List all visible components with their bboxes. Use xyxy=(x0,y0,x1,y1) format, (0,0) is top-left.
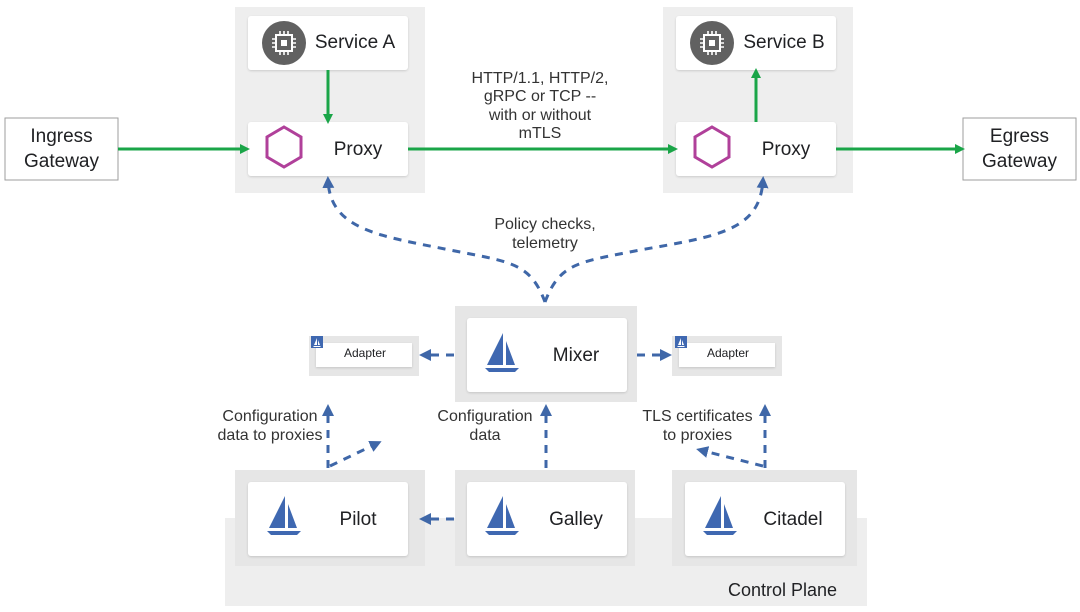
proxy-hexagon-icon xyxy=(693,125,731,169)
pilot-config-line-2: data to proxies xyxy=(217,427,323,445)
galley-card xyxy=(467,482,627,556)
istio-mini-icon xyxy=(311,336,323,348)
proxy-b-card xyxy=(676,122,836,176)
policy-line-1: Policy checks, xyxy=(494,216,596,233)
chip-icon xyxy=(690,21,734,65)
galley-label: Galley xyxy=(549,509,603,530)
pilot-config-line-1: Configuration xyxy=(222,408,318,425)
service-a-label: Service A xyxy=(314,32,396,53)
adapter-left-card xyxy=(316,343,412,367)
mixer-card xyxy=(467,318,627,392)
policy-note: Policy checks, telemetry xyxy=(470,215,620,253)
mixer-label: Mixer xyxy=(552,345,600,366)
citadel-tls-diagonal-arrow xyxy=(696,446,764,468)
policy-line-2: telemetry xyxy=(512,235,578,253)
proxy-hexagon-icon xyxy=(265,125,303,169)
citadel-tls-line-2: to proxies xyxy=(662,427,733,445)
proxy-a-label: Proxy xyxy=(333,139,383,160)
proxy-b-label: Proxy xyxy=(761,139,811,160)
citadel-label: Citadel xyxy=(763,509,823,530)
adapter-left-label: Adapter xyxy=(343,346,387,360)
pilot-config-diagonal-arrow xyxy=(329,441,382,468)
egress-line-1: Egress xyxy=(989,126,1050,147)
protocol-line-2: gRPC or TCP -- xyxy=(483,88,597,106)
ingress-gateway-label: Ingress Gateway xyxy=(5,125,118,174)
istio-mini-icon xyxy=(675,336,687,348)
galley-config-note: Configuration data xyxy=(425,407,545,445)
proxy-a-card xyxy=(248,122,408,176)
mixer-to-proxy-b-arrow xyxy=(543,176,769,303)
adapter-right-card xyxy=(679,343,775,367)
egress-gateway-box xyxy=(962,117,1077,181)
ingress-gateway-box xyxy=(4,117,119,181)
pilot-card xyxy=(248,482,408,556)
citadel-tls-line-1: TLS certificates xyxy=(642,408,753,425)
protocol-line-1: HTTP/1.1, HTTP/2, xyxy=(471,70,609,87)
ingress-line-2: Gateway xyxy=(24,150,99,172)
adapter-right-label: Adapter xyxy=(706,346,750,360)
protocol-line-3: with or without xyxy=(488,106,592,124)
galley-config-line-1: Configuration xyxy=(437,408,533,425)
mixer-to-proxy-a-arrow xyxy=(322,176,547,303)
citadel-card xyxy=(685,482,845,556)
service-b-label: Service B xyxy=(743,32,825,53)
service-b-panel xyxy=(663,7,853,193)
service-a-panel xyxy=(235,7,425,193)
control-plane-label: Control Plane xyxy=(727,580,838,600)
egress-gateway-label: Egress Gateway xyxy=(963,125,1076,174)
protocol-note: HTTP/1.1, HTTP/2, gRPC or TCP -- with or… xyxy=(440,70,640,144)
pilot-config-note: Configuration data to proxies xyxy=(200,407,340,445)
protocol-line-4: mTLS xyxy=(518,125,562,143)
ingress-line-1: Ingress xyxy=(30,126,93,147)
pilot-label: Pilot xyxy=(339,509,377,530)
chip-icon xyxy=(262,21,306,65)
egress-line-2: Gateway xyxy=(982,150,1057,172)
citadel-tls-note: TLS certificates to proxies xyxy=(630,407,765,445)
galley-config-line-2: data xyxy=(469,427,501,445)
